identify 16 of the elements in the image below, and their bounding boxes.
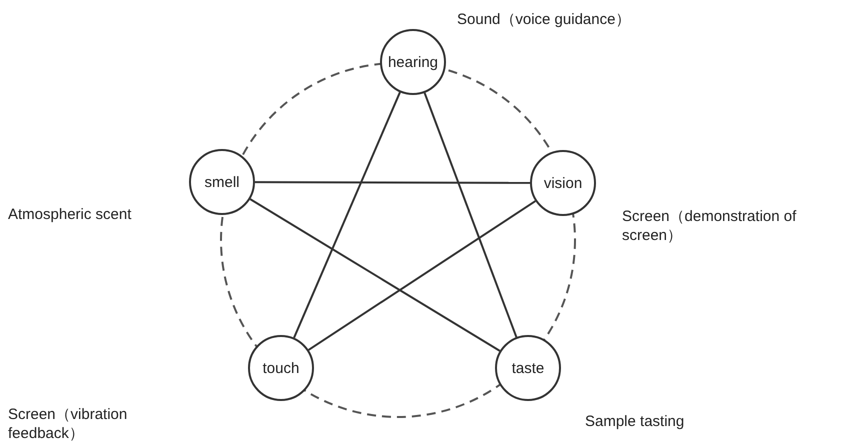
annotation-text: Screen（vibration feedback） — [8, 405, 128, 442]
annotation-text: Sample tasting — [585, 412, 684, 431]
annotation-text: Screen（demonstration of screen） — [622, 207, 798, 245]
annotation-text: Atmospheric scent — [8, 205, 132, 224]
sense-circle — [248, 335, 314, 401]
connector-line — [308, 200, 536, 351]
connector-line — [424, 92, 518, 338]
annotation-text: Sound（voice guidance） — [457, 10, 630, 29]
connector-line — [293, 92, 401, 338]
connector-line — [250, 198, 500, 352]
node-label: taste — [512, 360, 544, 376]
node-label: smell — [204, 174, 240, 190]
node-label: hearing — [388, 54, 438, 70]
connector-line — [255, 181, 530, 184]
node-label: touch — [262, 360, 300, 376]
node-label: vision — [544, 174, 582, 192]
